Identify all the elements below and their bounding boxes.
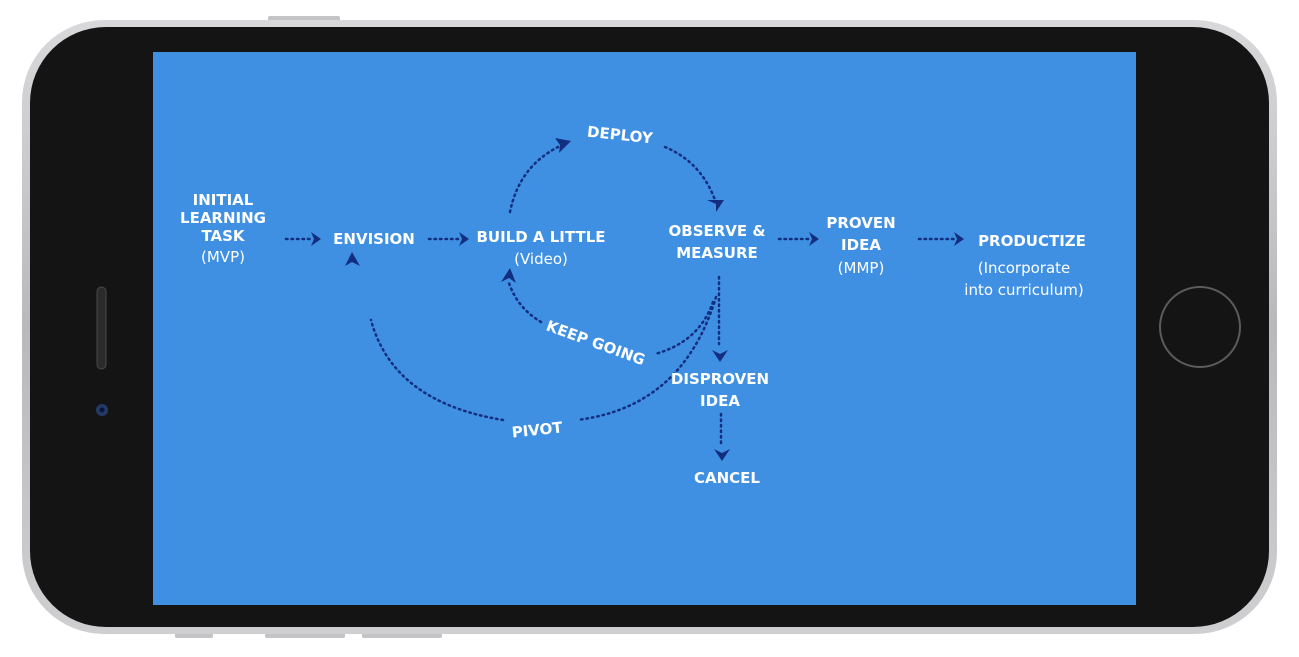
arrowhead-envision-loop — [345, 252, 360, 266]
arrowhead-envision — [311, 232, 321, 246]
proven-line2: IDEA — [841, 236, 881, 254]
initial-line1: INITIAL — [193, 191, 254, 209]
productize-label: PRODUCTIZE — [978, 232, 1086, 250]
node-cancel: CANCEL — [694, 469, 760, 487]
node-productize: PRODUCTIZE (Incorporate into curriculum) — [964, 232, 1086, 299]
arrowhead-deploy — [555, 138, 571, 153]
arrow-keep-going-to-build — [506, 278, 543, 324]
proven-line1: PROVEN — [826, 214, 895, 232]
screen: INITIAL LEARNING TASK (MVP) ENVISION BUI… — [153, 52, 1136, 605]
arrowhead-observe — [707, 200, 724, 212]
arrowhead-disproven — [712, 350, 728, 362]
speaker-grille — [96, 286, 107, 370]
arrowhead-cancel — [714, 449, 730, 461]
arrowhead-productize — [954, 232, 964, 246]
disproven-line2: IDEA — [700, 392, 740, 410]
home-button[interactable] — [1159, 286, 1241, 368]
arrowhead-build — [459, 232, 469, 246]
node-deploy: DEPLOY — [586, 123, 654, 148]
process-diagram: INITIAL LEARNING TASK (MVP) ENVISION BUI… — [180, 123, 1086, 487]
initial-sub: (MVP) — [201, 248, 245, 266]
label-pivot: PIVOT — [511, 418, 564, 441]
build-label: BUILD A LITTLE — [476, 228, 605, 246]
arrow-deploy-to-observe — [663, 145, 717, 202]
node-proven-idea: PROVEN IDEA (MMP) — [826, 214, 895, 277]
node-envision: ENVISION — [333, 230, 415, 248]
arrow-observe-pivot — [575, 295, 718, 422]
observe-line1: OBSERVE & — [669, 222, 766, 240]
arrowhead-build-loop — [501, 268, 516, 283]
productize-sub1: (Incorporate — [978, 259, 1071, 277]
productize-sub2: into curriculum) — [964, 281, 1083, 299]
proven-sub: (MMP) — [838, 259, 885, 277]
arrow-build-to-deploy — [508, 145, 560, 214]
disproven-line1: DISPROVEN — [671, 370, 769, 388]
build-sub: (Video) — [514, 250, 568, 268]
initial-line2: LEARNING — [180, 209, 266, 227]
label-keep-going: KEEP GOING — [544, 317, 648, 369]
arrow-observe-keep-going — [653, 300, 715, 356]
node-observe-measure: OBSERVE & MEASURE — [669, 222, 766, 262]
node-build-a-little: BUILD A LITTLE (Video) — [476, 228, 605, 268]
initial-line3: TASK — [201, 227, 245, 245]
arrowhead-proven — [809, 232, 819, 246]
observe-line2: MEASURE — [676, 244, 758, 262]
arrow-pivot-to-envision — [369, 318, 505, 422]
node-initial-learning-task: INITIAL LEARNING TASK (MVP) — [180, 191, 266, 266]
node-disproven-idea: DISPROVEN IDEA — [671, 370, 769, 410]
